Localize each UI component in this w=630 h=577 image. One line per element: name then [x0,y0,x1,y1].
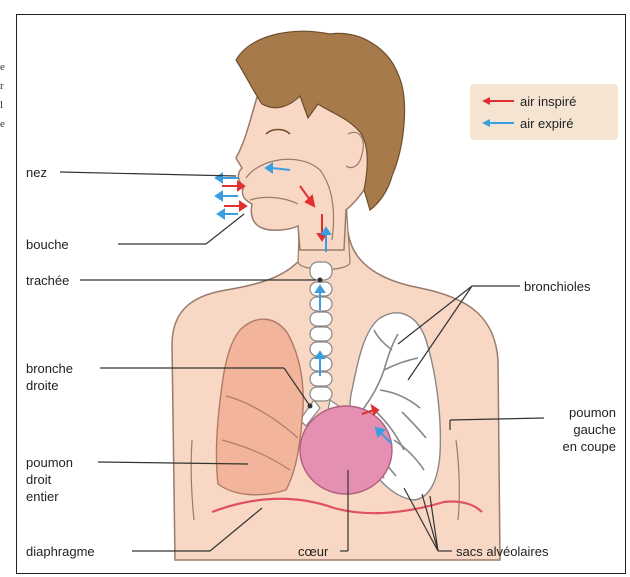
heart [300,406,392,494]
legend-expire: air expiré [482,114,573,132]
leader-dot [318,278,323,283]
label-trachee: trachée [26,272,69,289]
trachea [310,262,332,401]
label-bouche: bouche [26,236,69,253]
label-bronche-droite: bronche droite [26,360,73,394]
label-nez: nez [26,164,47,181]
label-diaphragme: diaphragme [26,543,95,560]
legend-expire-label: air expiré [520,116,573,131]
leader-dot [308,404,313,409]
legend: air inspiré air expiré [470,84,618,140]
legend-inspire-label: air inspiré [520,94,576,109]
legend-inspire: air inspiré [482,92,576,110]
label-coeur: cœur [298,543,328,560]
label-sacs-alveolaires: sacs alvéolaires [456,543,549,560]
blue-arrow-icon [482,118,514,128]
red-arrow-icon [482,96,514,106]
label-bronchioles: bronchioles [524,278,591,295]
label-poumon-droit: poumon droit entier [26,454,73,505]
label-poumon-gauche: poumon gauche en coupe [540,404,616,455]
